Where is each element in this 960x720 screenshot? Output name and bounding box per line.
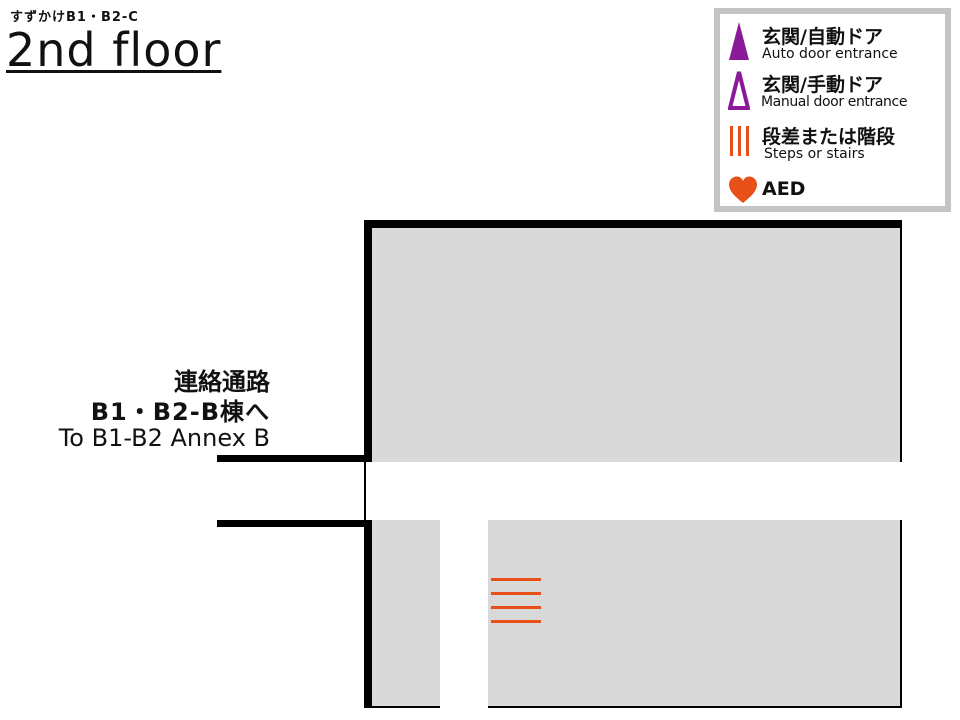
stair-bar — [491, 606, 541, 609]
stair-bar — [491, 620, 541, 623]
legend-label-en: Steps or stairs — [764, 146, 865, 162]
connector-label-building: B1・B2-B棟へ — [90, 398, 270, 426]
stairs-marker — [491, 578, 541, 623]
legend-label-ja: 段差または階段 — [762, 126, 896, 148]
passage-wall-north — [217, 455, 368, 462]
heart-icon — [729, 176, 757, 203]
auto-door-triangle-icon — [729, 22, 749, 60]
room-north — [372, 228, 900, 462]
corridor-east-west — [366, 462, 902, 520]
map-legend: 玄関/自動ドア Auto door entrance 玄関/手動ドア Manua… — [714, 8, 951, 212]
connector-label-ja: 連絡通路 — [174, 368, 270, 396]
room-southeast — [488, 520, 900, 706]
legend-label-ja: 玄関/自動ドア — [762, 26, 883, 48]
room-southwest — [372, 520, 440, 706]
connector-label-en: To B1-B2 Annex B — [58, 424, 270, 452]
stair-bar — [491, 592, 541, 595]
stair-bar — [491, 578, 541, 581]
building-subtitle: すずかけB1・B2-C — [10, 10, 139, 25]
passage-wall-south — [217, 520, 368, 527]
stairs-bars-icon — [730, 126, 749, 156]
manual-door-triangle-icon — [728, 71, 750, 110]
corridor-south — [440, 520, 488, 710]
legend-label-en: Auto door entrance — [762, 46, 898, 62]
legend-label-ja: 玄関/手動ドア — [762, 74, 883, 96]
legend-label-aed: AED — [762, 178, 806, 200]
page-title: 2nd floor — [6, 23, 222, 77]
legend-label-en: Manual door entrance — [761, 94, 908, 110]
